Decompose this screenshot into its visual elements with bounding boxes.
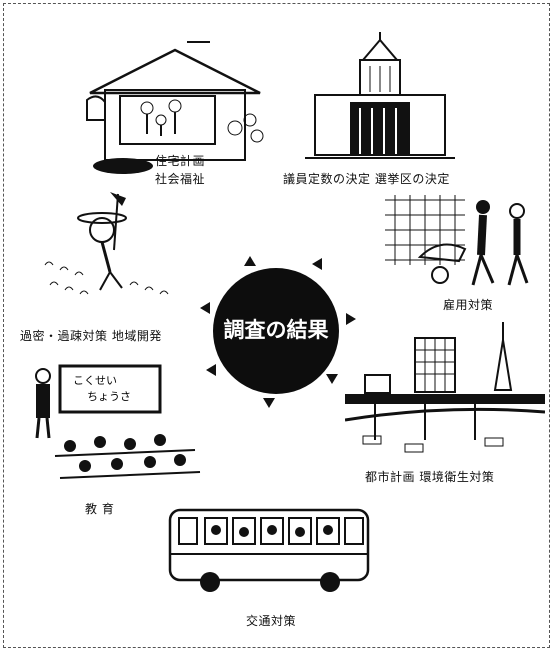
ray-right <box>346 313 356 325</box>
caption-employment: 雇用対策 <box>443 298 494 312</box>
center-title: 調査の結果 <box>223 317 329 342</box>
transport-illustration <box>165 502 380 602</box>
parliament-illustration <box>305 30 455 170</box>
farming-illustration <box>40 190 180 310</box>
education-illustration: こくせい ちょうさ <box>25 362 205 492</box>
caption-farming: 過密・過疎対策 地域開発 <box>20 329 162 343</box>
ray-top <box>244 256 256 266</box>
caption-urban: 都市計画 環境衛生対策 <box>365 470 495 484</box>
caption-housing-2: 社会福祉 <box>155 172 206 186</box>
urban-illustration <box>345 320 545 460</box>
caption-transport: 交通対策 <box>246 614 297 628</box>
ray-bottom <box>263 398 275 408</box>
blackboard-text-2: ちょうさ <box>87 390 131 403</box>
housing-illustration <box>85 38 275 178</box>
ray-left <box>200 302 210 314</box>
caption-parliament: 議員定数の決定 選挙区の決定 <box>283 172 450 186</box>
center-circle: 調査の結果 <box>213 268 339 394</box>
ray-bottom-left <box>206 364 216 376</box>
ray-top-right <box>312 258 322 270</box>
page-border <box>3 3 550 648</box>
ray-bottom-right <box>326 374 338 384</box>
caption-housing-1: 住宅計画 <box>155 154 206 168</box>
blackboard-text-1: こくせい <box>73 374 117 387</box>
employment-illustration <box>385 195 535 295</box>
caption-education: 教 育 <box>85 502 115 516</box>
